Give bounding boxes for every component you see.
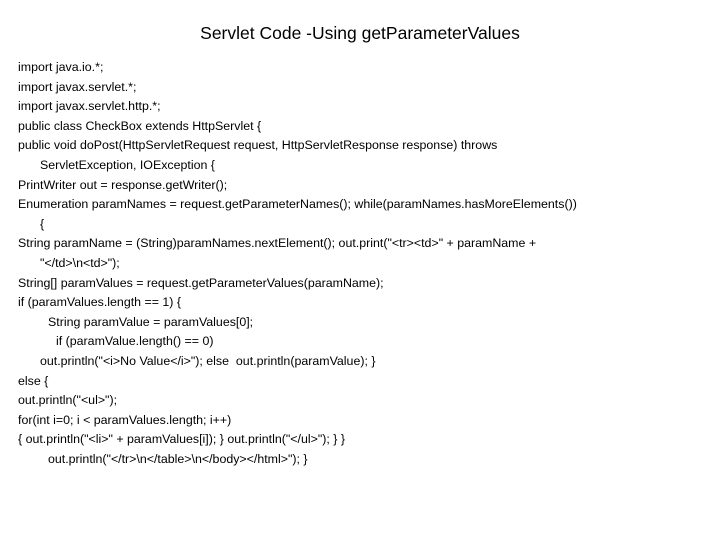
code-line: { <box>40 216 45 231</box>
code-line: for(int i=0; i < paramValues.length; i++… <box>18 412 232 427</box>
code-line: if (paramValue.length() == 0) <box>56 334 214 349</box>
code-block: import java.io.*; import javax.servlet.*;… <box>18 58 708 469</box>
code-line: Enumeration paramNames = request.getPara… <box>18 197 577 212</box>
code-line: "</td>\n<td>"); <box>40 255 120 270</box>
code-line: String paramValue = paramValues[0]; <box>48 314 254 329</box>
code-line: import java.io.*; <box>18 60 104 74</box>
code-line: import javax.servlet.*; <box>18 79 137 94</box>
code-line: PrintWriter out = response.getWriter(); <box>18 177 228 192</box>
code-line: out.println("</tr>\n</table>\n</body></h… <box>48 451 308 466</box>
code-line: { out.println("<li>" + paramValues[i]); … <box>18 432 345 447</box>
code-line: public void doPost(HttpServletRequest re… <box>18 138 498 153</box>
code-line: if (paramValues.length == 1) { <box>18 295 182 310</box>
code-line: else { <box>18 373 49 388</box>
code-line: ServletException, IOException { <box>40 157 215 172</box>
code-line: String[] paramValues = request.getParame… <box>18 275 384 290</box>
code-line: String paramName = (String)paramNames.ne… <box>18 236 537 251</box>
code-line: out.println("<ul>"); <box>18 393 118 408</box>
code-line: public class CheckBox extends HttpServle… <box>18 118 262 133</box>
code-line: import javax.servlet.http.*; <box>18 99 161 114</box>
page-title: Servlet Code -Using getParameterValues <box>200 23 520 43</box>
code-line: out.println("<i>No Value</i>"); else out… <box>40 353 376 368</box>
